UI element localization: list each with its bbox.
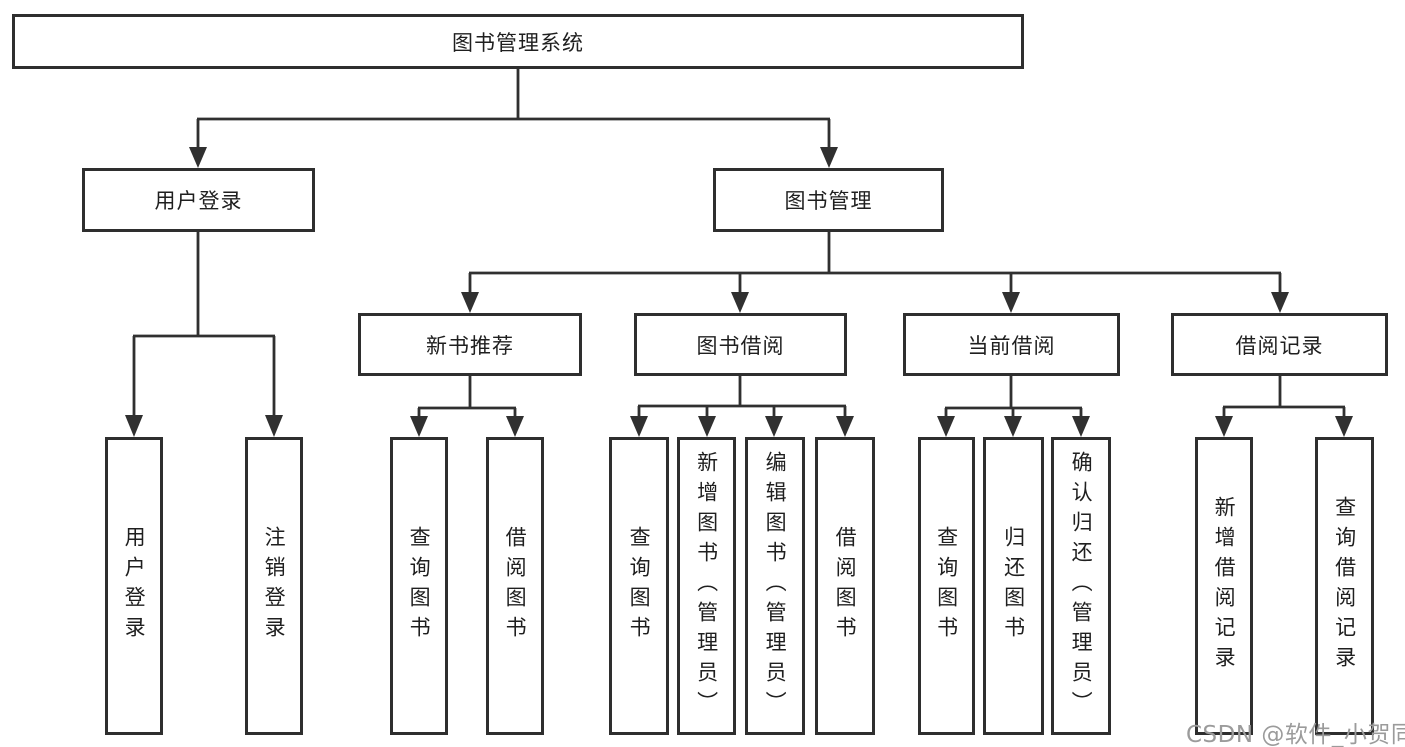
leaf-query-books-recommend: 查询图书: [390, 437, 448, 735]
node-root: 图书管理系统: [12, 14, 1024, 69]
leaf-add-books-admin: 新增图书（管理员）: [677, 437, 736, 735]
leaf-label: 新增图书（管理员）: [694, 451, 719, 721]
leaf-label: 查询图书: [627, 526, 652, 646]
node-borrow-records: 借阅记录: [1171, 313, 1388, 376]
node-book-management: 图书管理: [713, 168, 944, 232]
leaf-return-books: 归还图书: [983, 437, 1044, 735]
leaf-label: 归还图书: [1001, 526, 1026, 646]
leaf-label: 借阅图书: [503, 526, 528, 646]
leaf-borrow-books: 借阅图书: [815, 437, 875, 735]
leaf-label: 查询图书: [407, 526, 432, 646]
node-user-login: 用户登录: [82, 168, 315, 232]
leaf-confirm-return-admin: 确认归还（管理员）: [1051, 437, 1111, 735]
node-book-borrow: 图书借阅: [634, 313, 847, 376]
leaf-query-books-current: 查询图书: [918, 437, 975, 735]
leaf-label: 借阅图书: [833, 526, 858, 646]
node-new-book-recommend: 新书推荐: [358, 313, 582, 376]
leaf-query-borrow-record: 查询借阅记录: [1315, 437, 1374, 735]
leaf-label: 新增借阅记录: [1212, 496, 1237, 676]
leaf-label: 查询借阅记录: [1332, 496, 1357, 676]
leaf-edit-books-admin: 编辑图书（管理员）: [745, 437, 805, 735]
leaf-label: 查询图书: [934, 526, 959, 646]
leaf-logout: 注销登录: [245, 437, 303, 735]
leaf-label: 编辑图书（管理员）: [763, 451, 788, 721]
leaf-borrow-books-recommend: 借阅图书: [486, 437, 544, 735]
leaf-query-books-borrow: 查询图书: [609, 437, 669, 735]
leaf-logout-label: 注销登录: [262, 526, 287, 646]
leaf-user-login-label: 用户登录: [122, 526, 147, 646]
leaf-label: 确认归还（管理员）: [1069, 451, 1094, 721]
watermark: CSDN @软件_小贺同学: [1186, 722, 1405, 747]
leaf-user-login: 用户登录: [105, 437, 163, 735]
leaf-add-borrow-record: 新增借阅记录: [1195, 437, 1253, 735]
node-current-borrow: 当前借阅: [903, 313, 1120, 376]
